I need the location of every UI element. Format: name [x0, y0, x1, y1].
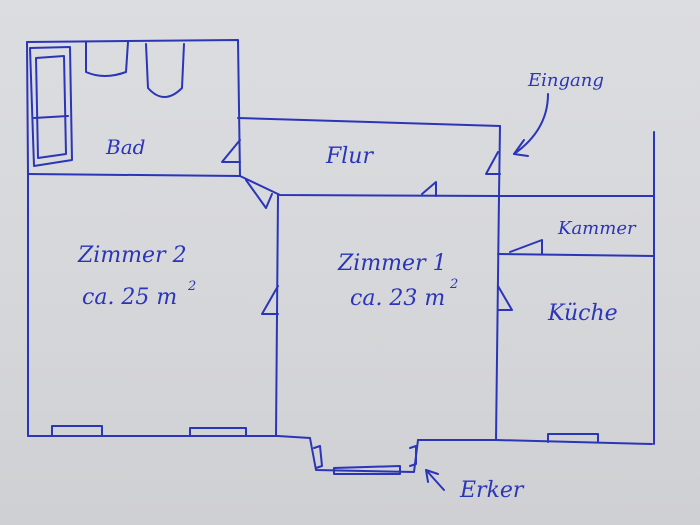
- label-zimmer-2-sup: 2: [187, 279, 196, 294]
- label-bad: Bad: [105, 135, 145, 159]
- entrance-arrow: [513, 93, 549, 157]
- hallway-walls: [237, 117, 501, 197]
- label-zimmer-1-sup: 2: [449, 277, 458, 292]
- label-eingang: Eingang: [527, 70, 604, 91]
- label-zimmer-2: Zimmer 2: [77, 243, 187, 268]
- label-kammer: Kammer: [557, 218, 637, 239]
- windows: [51, 425, 599, 443]
- bay-window-erker: [309, 437, 419, 475]
- label-kueche: Küche: [547, 301, 618, 326]
- label-flur: Flur: [325, 144, 374, 169]
- label-zimmer-1: Zimmer 1: [337, 251, 447, 276]
- label-erker: Erker: [459, 478, 525, 503]
- label-zimmer-1-area: ca. 23 m: [350, 286, 445, 311]
- door-swings: [221, 139, 543, 315]
- toilet-fixture: [145, 43, 185, 98]
- sink-fixture: [85, 41, 129, 77]
- room-zimmer-1-walls: [277, 195, 500, 441]
- label-zimmer-2-area: ca. 25 m: [82, 285, 177, 310]
- room-zimmer-2-walls: [27, 173, 279, 437]
- erker-arrow: [425, 469, 445, 491]
- bathtub-fixture: [29, 46, 73, 167]
- right-side-walls: [495, 131, 655, 445]
- bathroom-walls: [26, 39, 241, 177]
